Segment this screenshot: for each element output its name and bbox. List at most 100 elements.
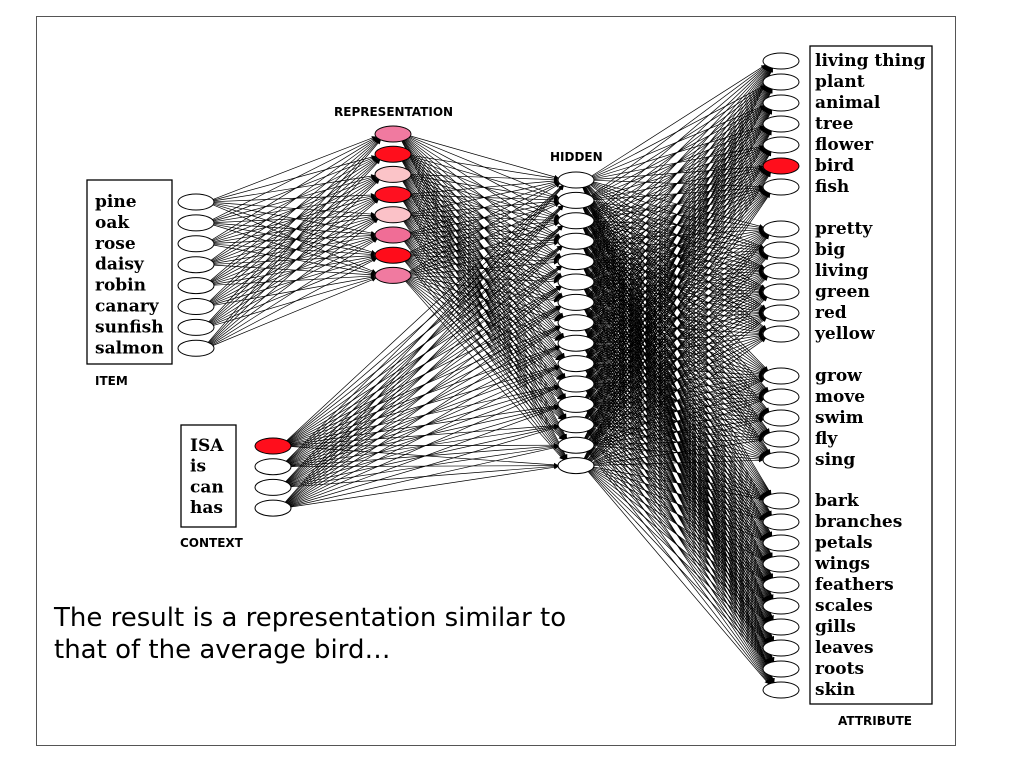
- context-hidden-edge-15: [285, 185, 564, 462]
- representation-layer-label: REPRESENTATION: [334, 105, 453, 119]
- hidden-attr-edge-401: [588, 276, 769, 461]
- attribute-label-yellow: yellow: [814, 324, 875, 344]
- rep-hidden-edge-60: [410, 180, 559, 214]
- attribute-unit-sing: [762, 451, 800, 469]
- hidden-attr-edge-418: [588, 470, 769, 664]
- attribute-unit-bird: [762, 157, 800, 175]
- context-hidden-edge-45: [284, 185, 565, 503]
- rep-hidden-edge-109: [410, 260, 559, 276]
- item-rep-edge-48: [208, 139, 381, 323]
- item-rep-edge-58: [209, 179, 380, 344]
- caption-line-1: The result is a representation similar t…: [54, 603, 567, 633]
- hidden-attr-edge-395: [584, 130, 773, 459]
- attribute-label-green: green: [815, 282, 870, 302]
- hidden-attr-edge-399: [587, 234, 770, 460]
- attribute-label-flower: flower: [815, 135, 874, 155]
- attribute-label-wings: wings: [814, 554, 870, 574]
- attribute-label-living: living: [815, 261, 869, 281]
- hidden-attr-edge-382: [593, 446, 764, 500]
- item-unit-oak: [177, 214, 215, 232]
- hidden-attr-edge-409: [593, 458, 764, 466]
- context-layer-label: CONTEXT: [180, 536, 244, 550]
- hidden-unit-4: [557, 253, 595, 271]
- item-unit-sunfish: [177, 318, 215, 336]
- hidden-attr-edge-408: [593, 438, 764, 465]
- attribute-unit-roots: [762, 660, 800, 678]
- attribute-label-leaves: leaves: [815, 638, 874, 658]
- hidden-unit-1: [557, 191, 595, 209]
- attribute-label-bird: bird: [815, 156, 854, 176]
- hidden-attr-edge-396: [585, 151, 772, 460]
- item-rep-edge-61: [211, 238, 378, 345]
- attribute-label-feathers: feathers: [815, 575, 894, 595]
- context-hidden-edge-46: [285, 205, 564, 503]
- attribute-label-gills: gills: [815, 617, 856, 637]
- attribute-unit-living: [762, 262, 800, 280]
- context-hidden-edge-50: [287, 286, 562, 504]
- context-hidden-edge-51: [287, 306, 562, 504]
- representation-unit-1: [374, 145, 412, 163]
- context-label-has: has: [190, 498, 223, 518]
- attribute-unit-red: [762, 304, 800, 322]
- hidden-unit-11: [557, 395, 595, 413]
- hidden-attr-edge-112: [588, 66, 769, 257]
- hidden-attr-edge-377: [592, 378, 765, 443]
- hidden-attr-edge-56: [589, 65, 768, 217]
- hidden-attr-edge-259: [590, 233, 767, 360]
- hidden-attr-edge-403: [590, 317, 767, 462]
- attribute-label-tree: tree: [815, 114, 854, 134]
- hidden-unit-9: [557, 355, 595, 373]
- item-rep-edge-59: [209, 199, 380, 344]
- context-label-is: is: [190, 457, 206, 477]
- item-label-sunfish: sunfish: [95, 317, 164, 337]
- attribute-label-skin: skin: [815, 680, 855, 700]
- hidden-unit-0: [557, 171, 595, 189]
- context-unit-has: [254, 499, 292, 517]
- context-label-ISA: ISA: [190, 436, 224, 456]
- rep-hidden-edge-75: [410, 181, 559, 234]
- rep-hidden-edge-0: [410, 135, 559, 179]
- attribute-label-plant: plant: [815, 72, 865, 92]
- context-label-can: can: [190, 477, 224, 497]
- item-rep-edge-16: [211, 137, 378, 241]
- hidden-unit-7: [557, 314, 595, 332]
- hidden-unit-12: [557, 416, 595, 434]
- attribute-label-grow: grow: [815, 366, 862, 386]
- attribute-unit-yellow: [762, 325, 800, 343]
- attribute-label-fly: fly: [815, 429, 838, 449]
- item-unit-pine: [177, 193, 215, 211]
- attribute-label-swim: swim: [815, 408, 864, 428]
- item-label-box: [86, 179, 173, 365]
- hidden-attr-edge-405: [592, 378, 765, 463]
- hidden-attr-edge-84: [589, 66, 768, 237]
- hidden-attr-edge-181: [592, 304, 765, 374]
- item-label-salmon: salmon: [95, 338, 164, 358]
- hidden-attr-edge-125: [591, 265, 766, 373]
- hidden-unit-14: [557, 457, 595, 475]
- hidden-attr-edge-400: [588, 255, 769, 461]
- item-unit-canary: [177, 298, 215, 315]
- hidden-attr-edge-196: [586, 67, 771, 317]
- context-hidden-edge-58: [290, 445, 559, 507]
- attribute-unit-grow: [762, 367, 800, 385]
- caption-line-2: that of the average bird…: [54, 635, 391, 665]
- attribute-label-branches: branches: [815, 512, 902, 532]
- hidden-attr-edge-140: [587, 66, 770, 277]
- rep-hidden-edge-105: [408, 183, 561, 273]
- item-unit-daisy: [177, 256, 215, 274]
- item-unit-salmon: [177, 339, 215, 357]
- item-rep-edge-62: [212, 258, 377, 346]
- context-hidden-edge-30: [285, 185, 564, 482]
- context-hidden-edge-59: [290, 465, 559, 508]
- attribute-unit-big: [762, 241, 800, 259]
- rep-hidden-edge-45: [410, 178, 559, 195]
- context-hidden-edge-54: [289, 366, 560, 506]
- representation-unit-3: [374, 186, 412, 204]
- attribute-label-big: big: [815, 240, 845, 260]
- hidden-attr-edge-414: [591, 469, 766, 582]
- item-layer-label: ITEM: [95, 374, 128, 388]
- attribute-label-scales: scales: [815, 596, 873, 616]
- rep-hidden-edge-114: [409, 278, 560, 361]
- attribute-unit-fish: [762, 178, 800, 196]
